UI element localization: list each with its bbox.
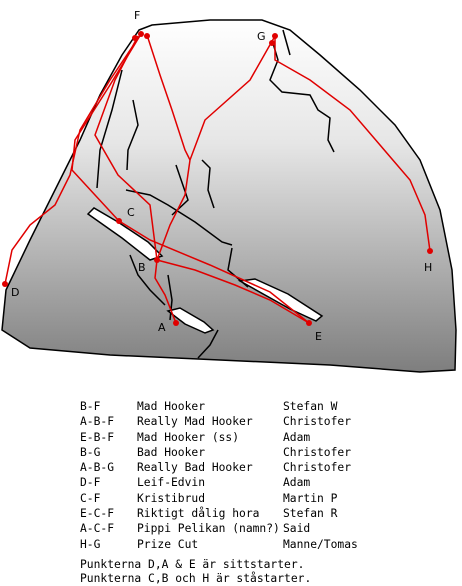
point-f-3 <box>144 33 150 39</box>
label-a: A <box>158 321 166 334</box>
route-row: A-B-F Really Mad Hooker Christofer <box>80 414 380 429</box>
boulder-topo: F G C B D A E H <box>1 9 457 373</box>
route-author: Manne/Tomas <box>283 537 358 551</box>
point-f-2 <box>138 31 144 37</box>
route-row: E-C-F Riktigt dålig hora Stefan R <box>80 506 380 521</box>
route-b-f <box>94 35 158 261</box>
point-labels: F G C B D A E H <box>11 9 432 343</box>
route-code: E-B-F <box>80 430 115 444</box>
point-b <box>154 257 160 263</box>
route-author: Adam <box>283 430 311 444</box>
route-code: A-B-G <box>80 461 115 475</box>
route-e-c <box>118 220 310 324</box>
label-c: C <box>127 206 135 219</box>
point-h <box>427 248 433 254</box>
point-g-1 <box>272 33 278 39</box>
route-code: A-C-F <box>80 522 115 536</box>
point-e <box>306 320 312 326</box>
route-name: Riktigt dålig hora <box>137 507 260 521</box>
route-name: Mad Hooker (ss) <box>137 430 240 444</box>
route-name: Bad Hooker <box>137 445 206 459</box>
point-f-1 <box>132 35 138 41</box>
label-g: G <box>257 30 266 43</box>
route-e-b <box>156 259 310 324</box>
route-points <box>2 31 433 326</box>
route-code: H-G <box>80 537 101 551</box>
route-code: C-F <box>80 491 101 505</box>
route-code: B-G <box>80 445 101 459</box>
route-author: Adam <box>283 476 311 490</box>
label-e: E <box>315 330 322 343</box>
route-name: Pippi Pelikan (namn?) <box>137 522 280 536</box>
sit-start-note: Punkterna D,A & E är sittstarter. <box>80 558 305 571</box>
route-row: B-G Bad Hooker Christofer <box>80 445 380 460</box>
route-row: H-G Prize Cut Manne/Tomas <box>80 537 380 552</box>
route-name: Really Mad Hooker <box>137 415 253 429</box>
label-h: H <box>424 261 432 274</box>
route-list: B-F Mad Hooker Stefan W A-B-F Really Mad Ho… <box>80 399 380 552</box>
route-name: Really Bad Hooker <box>137 461 253 475</box>
point-d <box>2 281 8 287</box>
route-author: Stefan W <box>283 400 338 413</box>
route-author: Stefan R <box>283 507 338 521</box>
route-author: Christofer <box>283 461 352 475</box>
route-author: Said <box>283 522 311 536</box>
routes <box>4 33 431 324</box>
route-row: E-B-F Mad Hooker (ss) Adam <box>80 430 380 445</box>
route-code: B-F <box>80 400 101 413</box>
label-b: B <box>138 261 146 274</box>
route-row: B-F Mad Hooker Stefan W <box>80 399 380 414</box>
label-f: F <box>134 9 140 22</box>
label-d: D <box>11 286 19 299</box>
boulder-outline <box>1 19 457 373</box>
route-row: D-F Leif-Edvin Adam <box>80 475 380 490</box>
point-c <box>116 218 122 224</box>
route-h-g <box>274 36 431 252</box>
route-d-f <box>4 33 142 285</box>
route-c-f <box>71 33 142 222</box>
route-a-b <box>154 259 177 324</box>
route-code: E-C-F <box>80 507 115 521</box>
route-author: Christofer <box>283 445 352 459</box>
route-code: A-B-F <box>80 415 115 429</box>
route-row: A-C-F Pippi Pelikan (namn?)Said <box>80 521 380 536</box>
route-name: Prize Cut <box>137 537 199 551</box>
route-f-top <box>146 34 191 161</box>
route-row: C-F Kristibrud Martin P <box>80 491 380 506</box>
route-code: D-F <box>80 476 101 490</box>
point-g-2 <box>269 40 275 46</box>
route-row: A-B-G Really Bad Hooker Christofer <box>80 460 380 475</box>
route-author: Christofer <box>283 415 352 429</box>
route-name: Kristibrud <box>137 491 206 505</box>
route-author: Martin P <box>283 491 338 505</box>
route-name: Leif-Edvin <box>137 476 206 490</box>
stand-start-note: Punkterna C,B och H är ståstarter. <box>80 572 312 585</box>
point-a <box>173 320 179 326</box>
route-name: Mad Hooker <box>137 400 206 413</box>
ledge-a <box>166 307 215 334</box>
